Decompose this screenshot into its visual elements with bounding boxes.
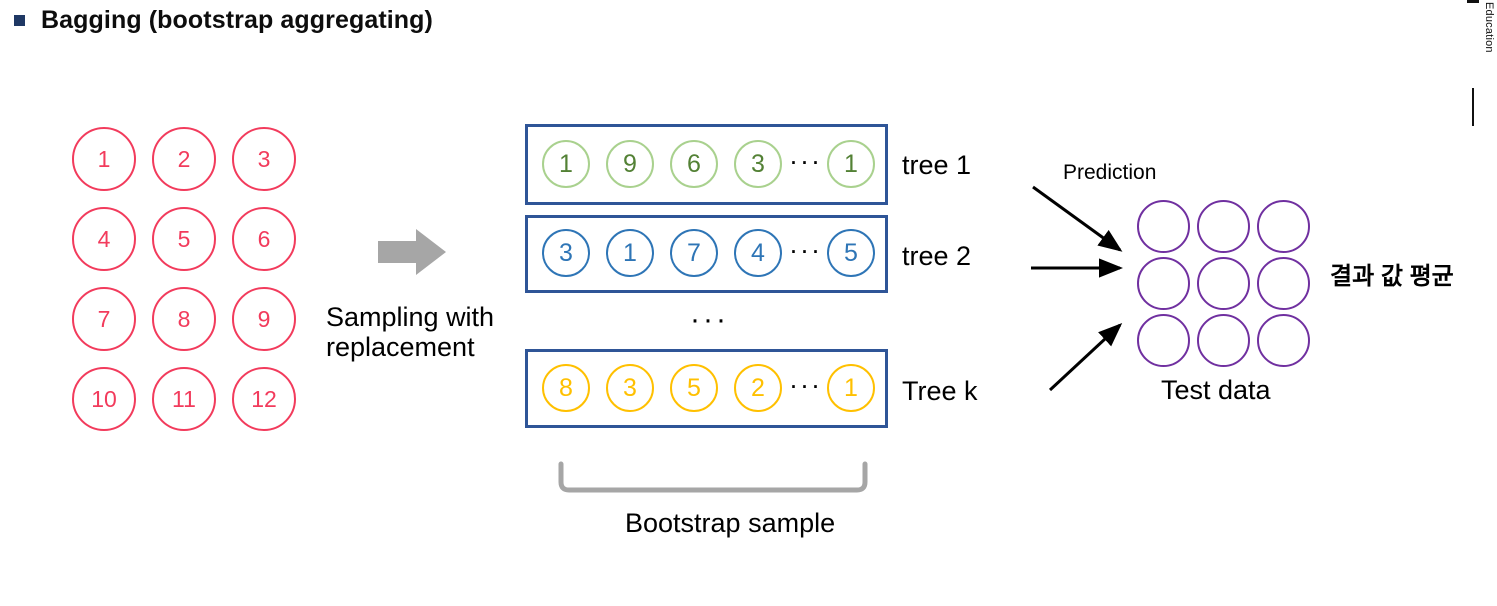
bullet-icon xyxy=(14,15,25,26)
sample-circle: 1 xyxy=(827,140,875,188)
test-data-label: Test data xyxy=(1161,375,1271,405)
side-rule-cap xyxy=(1467,0,1479,3)
sample-circle: 3 xyxy=(606,364,654,412)
source-circle: 11 xyxy=(152,367,216,431)
test-data-circle xyxy=(1197,314,1250,367)
bootstrap-sample-label: Bootstrap sample xyxy=(625,508,836,538)
tree-1-inner-ellipsis: ··· xyxy=(789,146,822,176)
sample-circle: 7 xyxy=(670,229,718,277)
sample-circle: 3 xyxy=(542,229,590,277)
sample-circle: 3 xyxy=(734,140,782,188)
tree-1-label: tree 1 xyxy=(902,150,972,180)
sample-circle: 6 xyxy=(670,140,718,188)
bootstrap-bracket-icon xyxy=(558,461,868,493)
source-circle: 12 xyxy=(232,367,296,431)
sampling-block-arrow-icon xyxy=(378,229,446,275)
prediction-label: Prediction xyxy=(1063,161,1157,184)
tree-2-label: tree 2 xyxy=(902,241,972,271)
sample-circle: 1 xyxy=(542,140,590,188)
source-circle: 9 xyxy=(232,287,296,351)
test-data-circle xyxy=(1257,314,1310,367)
result-average-label: 결과 값 평균 xyxy=(1330,263,1454,290)
trees-vertical-ellipsis: ··· xyxy=(690,303,729,336)
sample-circle: 8 xyxy=(542,364,590,412)
source-circle: 1 xyxy=(72,127,136,191)
sample-circle: 5 xyxy=(670,364,718,412)
prediction-arrows-icon xyxy=(1031,185,1123,392)
side-divider xyxy=(1472,88,1474,126)
slide-title-text: Bagging (bootstrap aggregating) xyxy=(41,6,433,34)
tree-k-inner-ellipsis: ··· xyxy=(789,370,822,400)
source-circle: 2 xyxy=(152,127,216,191)
test-data-circle xyxy=(1137,257,1190,310)
test-data-circle xyxy=(1197,257,1250,310)
sample-circle: 9 xyxy=(606,140,654,188)
sample-circle: 4 xyxy=(734,229,782,277)
source-circle: 3 xyxy=(232,127,296,191)
sample-circle: 2 xyxy=(734,364,782,412)
test-data-circle xyxy=(1257,200,1310,253)
source-circle: 7 xyxy=(72,287,136,351)
sample-circle: 1 xyxy=(606,229,654,277)
sample-circle: 1 xyxy=(827,364,875,412)
source-circle: 8 xyxy=(152,287,216,351)
source-circle: 6 xyxy=(232,207,296,271)
page-title: Bagging (bootstrap aggregating) xyxy=(14,6,433,35)
test-data-circle xyxy=(1137,200,1190,253)
test-data-circle xyxy=(1257,257,1310,310)
tree-2-inner-ellipsis: ··· xyxy=(789,235,822,265)
test-data-circle xyxy=(1137,314,1190,367)
sample-circle: 5 xyxy=(827,229,875,277)
tree-k-label: Tree k xyxy=(902,376,978,406)
sampling-with-replacement-label: Sampling with replacement xyxy=(326,302,495,363)
source-circle: 4 xyxy=(72,207,136,271)
source-circle: 5 xyxy=(152,207,216,271)
side-label-education: Education xyxy=(1483,2,1495,53)
test-data-circle xyxy=(1197,200,1250,253)
source-circle: 10 xyxy=(72,367,136,431)
